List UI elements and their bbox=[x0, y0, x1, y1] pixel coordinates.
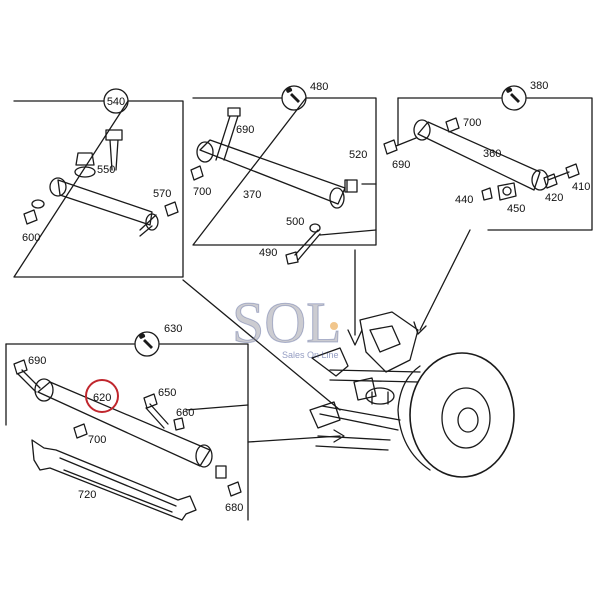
part-700: 700 bbox=[193, 186, 211, 198]
part-600: 600 bbox=[22, 232, 40, 244]
watermark-tagline: Sales On Line bbox=[282, 350, 339, 360]
box-540 bbox=[13, 100, 184, 278]
part-700: 700 bbox=[463, 117, 481, 129]
wrench-icon bbox=[139, 333, 153, 349]
part-720: 720 bbox=[78, 489, 96, 501]
box-540-ref: 540 bbox=[107, 96, 125, 108]
part-680: 680 bbox=[225, 502, 243, 514]
axle-assembly bbox=[309, 311, 515, 478]
box-480-ref: 480 bbox=[310, 81, 328, 93]
part-550: 550 bbox=[97, 164, 115, 176]
part-660: 660 bbox=[176, 407, 194, 419]
wrench-icon bbox=[286, 87, 300, 103]
part-520: 520 bbox=[349, 149, 367, 161]
box-380 bbox=[383, 97, 593, 231]
part-360: 360 bbox=[483, 148, 501, 160]
box-630 bbox=[5, 343, 249, 521]
part-500: 500 bbox=[286, 216, 304, 228]
part-700: 700 bbox=[88, 434, 106, 446]
watermark-logo: SOL bbox=[232, 290, 342, 355]
part-620: 620 bbox=[93, 392, 111, 404]
part-440: 440 bbox=[455, 194, 473, 206]
part-690: 690 bbox=[392, 159, 410, 171]
part-570: 570 bbox=[153, 188, 171, 200]
box-480 bbox=[190, 97, 377, 265]
callout-630 bbox=[134, 331, 160, 357]
callout-540 bbox=[103, 88, 129, 114]
part-490: 490 bbox=[259, 247, 277, 259]
box-380-ref: 380 bbox=[530, 80, 548, 92]
part-450: 450 bbox=[507, 203, 525, 215]
part-650: 650 bbox=[158, 387, 176, 399]
wrench-icon bbox=[506, 87, 520, 103]
callout-380 bbox=[501, 85, 527, 111]
part-690: 690 bbox=[28, 355, 46, 367]
part-410: 410 bbox=[572, 181, 590, 193]
callout-480 bbox=[281, 85, 307, 111]
watermark: SOL Sales On Line bbox=[232, 290, 343, 361]
part-690: 690 bbox=[236, 124, 254, 136]
part-370: 370 bbox=[243, 189, 261, 201]
part-420: 420 bbox=[545, 192, 563, 204]
highlight-circle bbox=[85, 379, 119, 413]
box-630-ref: 630 bbox=[164, 323, 182, 335]
